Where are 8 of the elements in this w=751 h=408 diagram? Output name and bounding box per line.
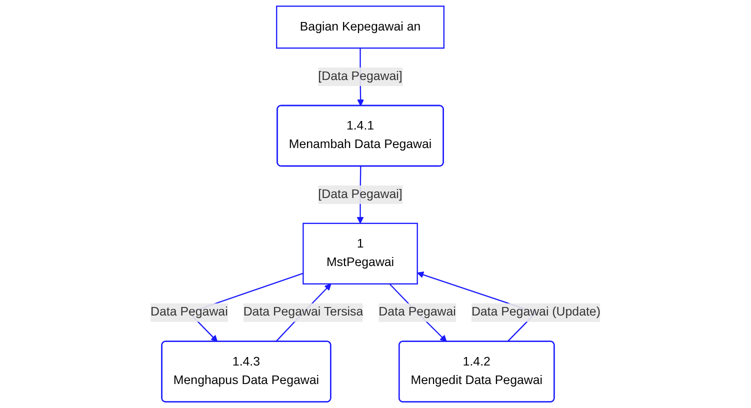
edge-label: Data Pegawai Tersisa [243, 306, 364, 319]
edge-label: Data Pegawai [150, 306, 228, 319]
node-box: Bagian Kepegawai an [276, 6, 444, 49]
node-box: 1 MstPegawai [302, 222, 418, 284]
edge-label: [Data Pegawai] [318, 188, 402, 201]
edge-label: Data Pegawai [378, 306, 456, 319]
edge-label: [Data Pegawai] [318, 70, 402, 83]
edge-label: Data Pegawai (Update) [471, 306, 600, 319]
